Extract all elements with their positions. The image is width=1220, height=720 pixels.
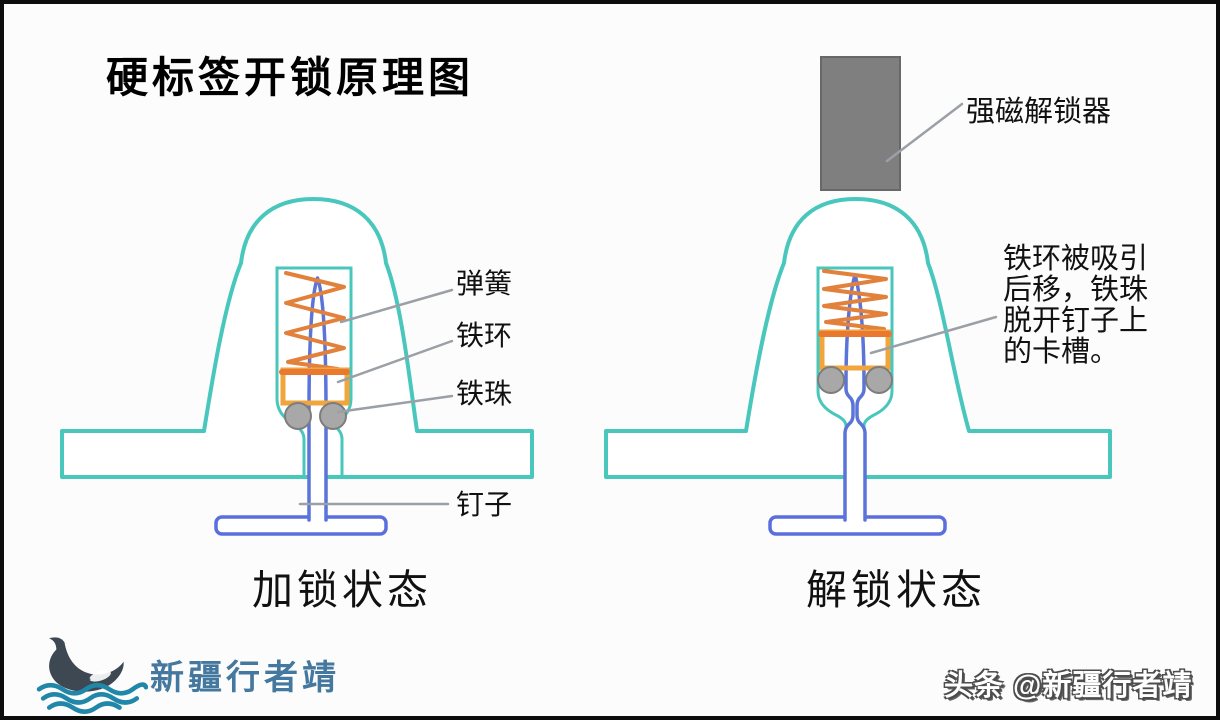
label-iron-ball: 铁珠 [456,378,513,409]
unlocked-iron-ball-right [865,366,893,394]
unlock-description-line: 的卡槽。 [1003,336,1120,368]
unlocked-iron-ball-left [817,366,845,394]
label-nail: 钉子 [456,489,513,520]
caption-locked-state: 加锁状态 [252,567,432,613]
leader-line-spring [339,288,454,324]
unlock-description-line: 后移，铁珠 [1003,274,1149,306]
unlocked-spring [822,269,888,335]
locked-iron-ball-left [284,402,312,430]
locked-tag-body [60,197,534,479]
label-iron-ring: 铁环 [456,320,513,351]
label-spring: 弹簧 [456,268,513,299]
page-title: 硬标签开锁原理图 [106,54,475,101]
locked-spring [284,271,346,371]
whale-logo [36,637,148,714]
unlock-description-line: 铁环被吸引 [1003,243,1149,275]
locked-iron-ball-right [319,402,347,430]
caption-unlocked-state: 解锁状态 [806,567,986,613]
wave-line [40,692,140,705]
locked-nail-head [214,515,388,536]
unlock-description-line: 脱开钉子上 [1003,305,1149,337]
whale-fin [74,672,91,688]
locked-nail-outline [307,276,328,522]
whale-icon [49,637,124,692]
leader-line-ring [336,339,454,384]
wave-line [36,682,148,696]
magnet-unlocker [820,56,901,191]
toutiao-watermark: 头条 @新疆行者靖 [944,670,1193,702]
label-magnet-unlocker: 强磁解锁器 [966,96,1112,128]
leader-line-magnet [885,102,964,163]
leader-line-ball [336,394,454,414]
whale-belly-patch [89,670,111,682]
leader-line-description [869,315,998,355]
logo-text: 新疆行者靖 [150,659,340,697]
unlock-description: 铁环被吸引 后移，铁珠 脱开钉子上 的卡槽。 [1003,244,1148,368]
wave-line [46,701,122,714]
